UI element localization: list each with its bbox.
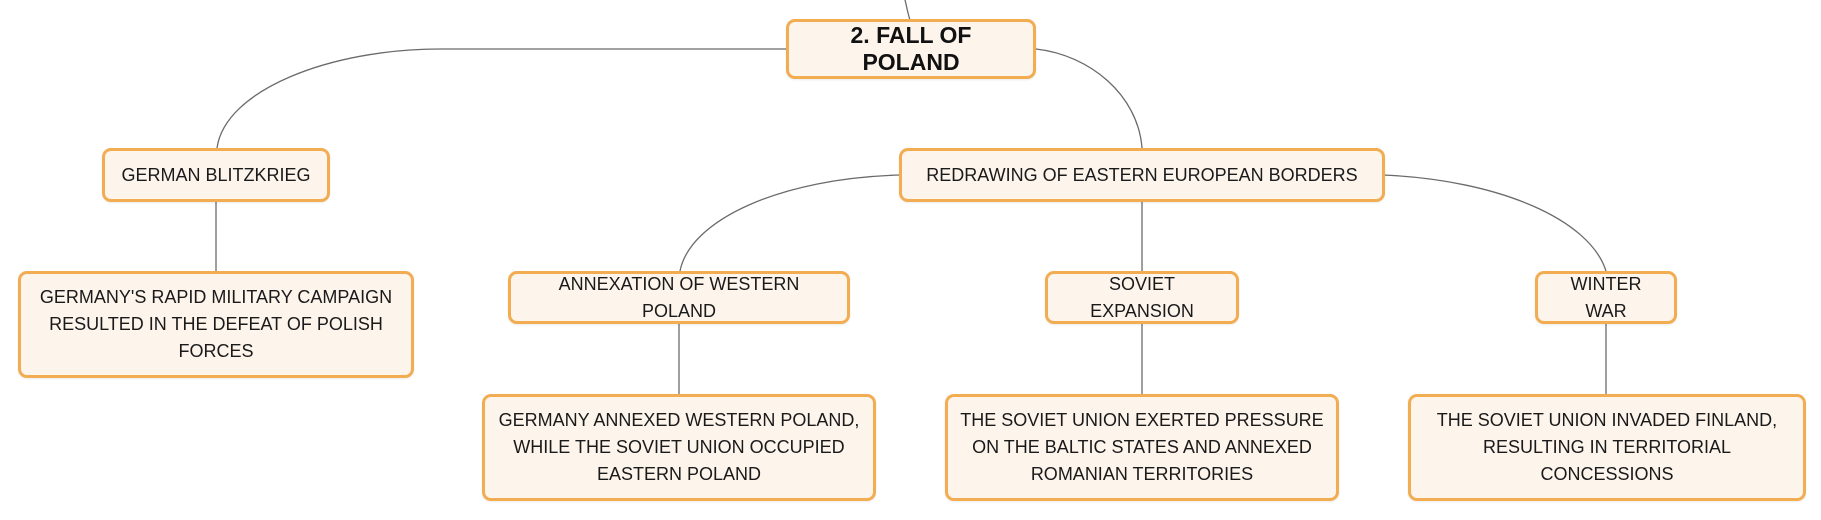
edge-borders-annexation [679, 174, 902, 272]
node-label: THE SOVIET UNION EXERTED PRESSURE ON THE… [960, 410, 1324, 484]
node-blitzkrieg-detail[interactable]: GERMANY'S RAPID MILITARY CAMPAIGN RESULT… [18, 271, 414, 378]
node-label: GERMANY'S RAPID MILITARY CAMPAIGN RESULT… [39, 287, 393, 361]
node-fall-of-poland[interactable]: 2. FALL OF POLAND [786, 19, 1036, 79]
node-label: 2. FALL OF POLAND [850, 22, 972, 75]
node-label: WINTER WAR [1570, 273, 1642, 321]
node-winter-detail[interactable]: THE SOVIET UNION INVADED FINLAND, RESULT… [1408, 394, 1806, 501]
edge-borders-winter [1382, 174, 1607, 272]
node-annexation-western-poland[interactable]: ANNEXATION OF WESTERN POLAND [508, 271, 850, 324]
node-soviet-expansion[interactable]: SOVIET EXPANSION [1045, 271, 1239, 324]
node-soviet-detail[interactable]: THE SOVIET UNION EXERTED PRESSURE ON THE… [945, 394, 1339, 501]
node-label: SOVIET EXPANSION [1090, 273, 1194, 321]
node-label: GERMAN BLITZKRIEG [121, 164, 311, 185]
node-label: ANNEXATION OF WESTERN POLAND [558, 273, 800, 321]
node-german-blitzkrieg[interactable]: GERMAN BLITZKRIEG [102, 148, 330, 202]
node-annexation-detail[interactable]: GERMANY ANNEXED WESTERN POLAND, WHILE TH… [482, 394, 876, 501]
node-winter-war[interactable]: WINTER WAR [1535, 271, 1677, 324]
node-redrawing-borders[interactable]: REDRAWING OF EASTERN EUROPEAN BORDERS [899, 148, 1385, 202]
node-label: REDRAWING OF EASTERN EUROPEAN BORDERS [926, 164, 1358, 185]
edge-root-blitzkrieg [216, 48, 788, 149]
edge-parent-root [904, 0, 911, 21]
node-label: GERMANY ANNEXED WESTERN POLAND, WHILE TH… [498, 410, 860, 484]
edge-root-borders [1035, 48, 1143, 149]
node-label: THE SOVIET UNION INVADED FINLAND, RESULT… [1436, 410, 1778, 484]
